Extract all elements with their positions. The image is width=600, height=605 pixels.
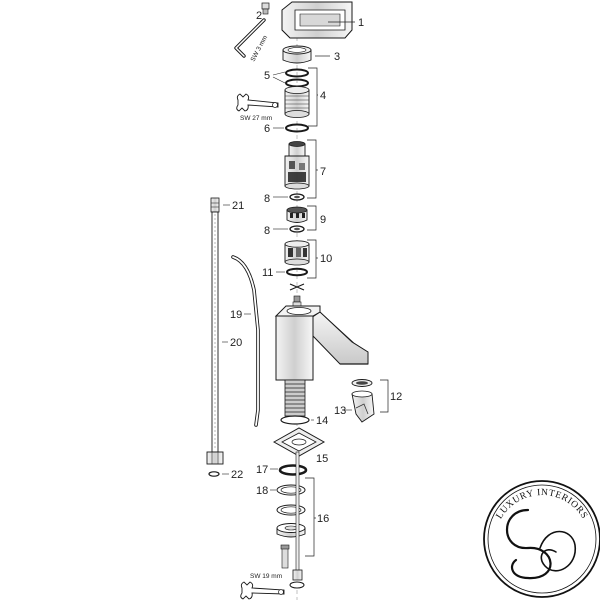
callout-12: 12 (390, 391, 402, 403)
part-13-aerator-housing (351, 390, 375, 423)
callout-5: 5 (264, 70, 270, 82)
part-3-cover-sleeve (282, 45, 312, 64)
part-7-cartridge (284, 141, 310, 190)
hose-bottom-nut (206, 451, 224, 465)
threaded-shank (284, 379, 306, 417)
retaining-clip (289, 283, 305, 307)
part-8-seal-lower (289, 225, 305, 233)
part-19-flexible-hose (231, 255, 260, 427)
part-20-supply-hose (211, 211, 219, 453)
faucet-body (274, 305, 369, 381)
part-16-mounting-nut (276, 523, 306, 538)
callout-21: 21 (232, 200, 244, 212)
part-21-hose-connector (210, 197, 220, 213)
callout-15: 15 (316, 453, 328, 465)
callout-22: 22 (231, 469, 243, 481)
wrench-tool-top (236, 93, 279, 112)
part-11-o-ring (286, 267, 308, 277)
callout-10: 10 (320, 253, 332, 265)
part-4-threaded-nut (284, 86, 310, 118)
bracket-part-10 (307, 239, 317, 279)
wrench-top-size-label: SW 27 mm (240, 115, 272, 122)
callout-20: 20 (230, 337, 242, 349)
callout-11: 11 (262, 267, 273, 279)
callout-2: 2 (256, 10, 262, 22)
part-16-lock-washer (276, 504, 306, 516)
callout-9: 9 (320, 214, 326, 226)
bracket-part-4 (308, 67, 318, 127)
part-8-seal-upper (289, 193, 305, 201)
callout-14: 14 (316, 415, 328, 427)
part-17-seal-ring (278, 464, 308, 476)
luxury-interiors-logo: LUXURY INTERIORS S (483, 480, 600, 598)
part-22-seal (208, 471, 220, 477)
callout-8-upper: 8 (264, 193, 270, 205)
part-6-o-ring (285, 123, 309, 133)
callout-16: 16 (317, 513, 329, 525)
wrench-tool-bottom (240, 581, 285, 600)
bracket-part-7 (307, 139, 317, 199)
callout-3: 3 (334, 51, 340, 63)
callout-6: 6 (264, 123, 270, 135)
wrench-bottom-size-label: SW 19 mm (250, 573, 282, 580)
part-10-valve-housing (284, 240, 310, 266)
part-18-washer (276, 484, 306, 496)
part-15-base-plate (272, 427, 326, 457)
callout-4: 4 (320, 90, 326, 102)
callout-1: 1 (358, 17, 364, 29)
callout-7: 7 (320, 166, 326, 178)
callout-8-lower: 8 (264, 225, 270, 237)
bracket-part-16 (305, 477, 315, 557)
mounting-threaded-rod (280, 451, 305, 589)
part-14-gasket (280, 415, 310, 425)
part-2-set-screw (261, 2, 270, 15)
callout-18: 18 (256, 485, 268, 497)
callout-13: 13 (334, 405, 346, 417)
bracket-part-12 (380, 379, 389, 413)
bracket-part-9 (307, 205, 317, 231)
allen-key-size-label: SW 3 mm (250, 34, 270, 62)
callout-17: 17 (256, 464, 268, 476)
part-1-lever-handle (281, 1, 353, 39)
part-12-aerator-insert (351, 379, 373, 387)
part-9-diverter (286, 206, 308, 223)
callout-19: 19 (230, 309, 242, 321)
allen-key-tool (234, 18, 266, 58)
